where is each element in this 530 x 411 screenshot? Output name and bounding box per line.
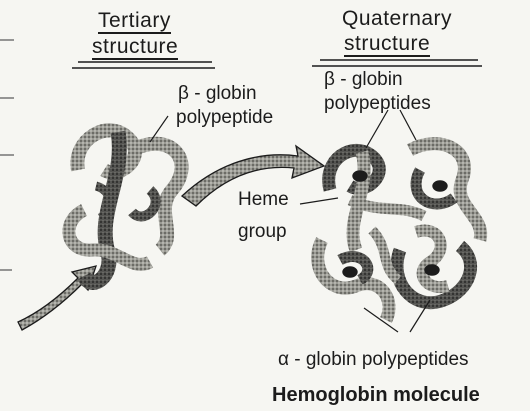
heme-label-line1: Heme [238, 190, 289, 209]
heme-label-line2: group [238, 222, 287, 241]
quaternary-heading-line1: Quaternary [342, 8, 452, 29]
quaternary-beta-label-line2: polypeptides [324, 94, 431, 113]
tertiary-beta-label-line2: polypeptide [176, 108, 273, 127]
heading-rules [72, 60, 482, 68]
tertiary-heading-line2: structure [92, 36, 178, 60]
quaternary-hemoglobin [318, 144, 481, 320]
tertiary-heading-line1: Tertiary [98, 10, 171, 34]
alpha-globin-label: α - globin polypeptides [278, 350, 469, 369]
tertiary-beta-globin-chain [69, 130, 182, 282]
quaternary-heading-line2: structure [344, 33, 430, 57]
margin-ticks [0, 40, 14, 270]
incoming-arrow [18, 266, 96, 330]
quaternary-beta-label-line1: β - globin [324, 70, 403, 89]
tertiary-beta-label-line1: β - globin [178, 84, 257, 103]
hemoglobin-caption: Hemoglobin molecule [272, 385, 480, 405]
